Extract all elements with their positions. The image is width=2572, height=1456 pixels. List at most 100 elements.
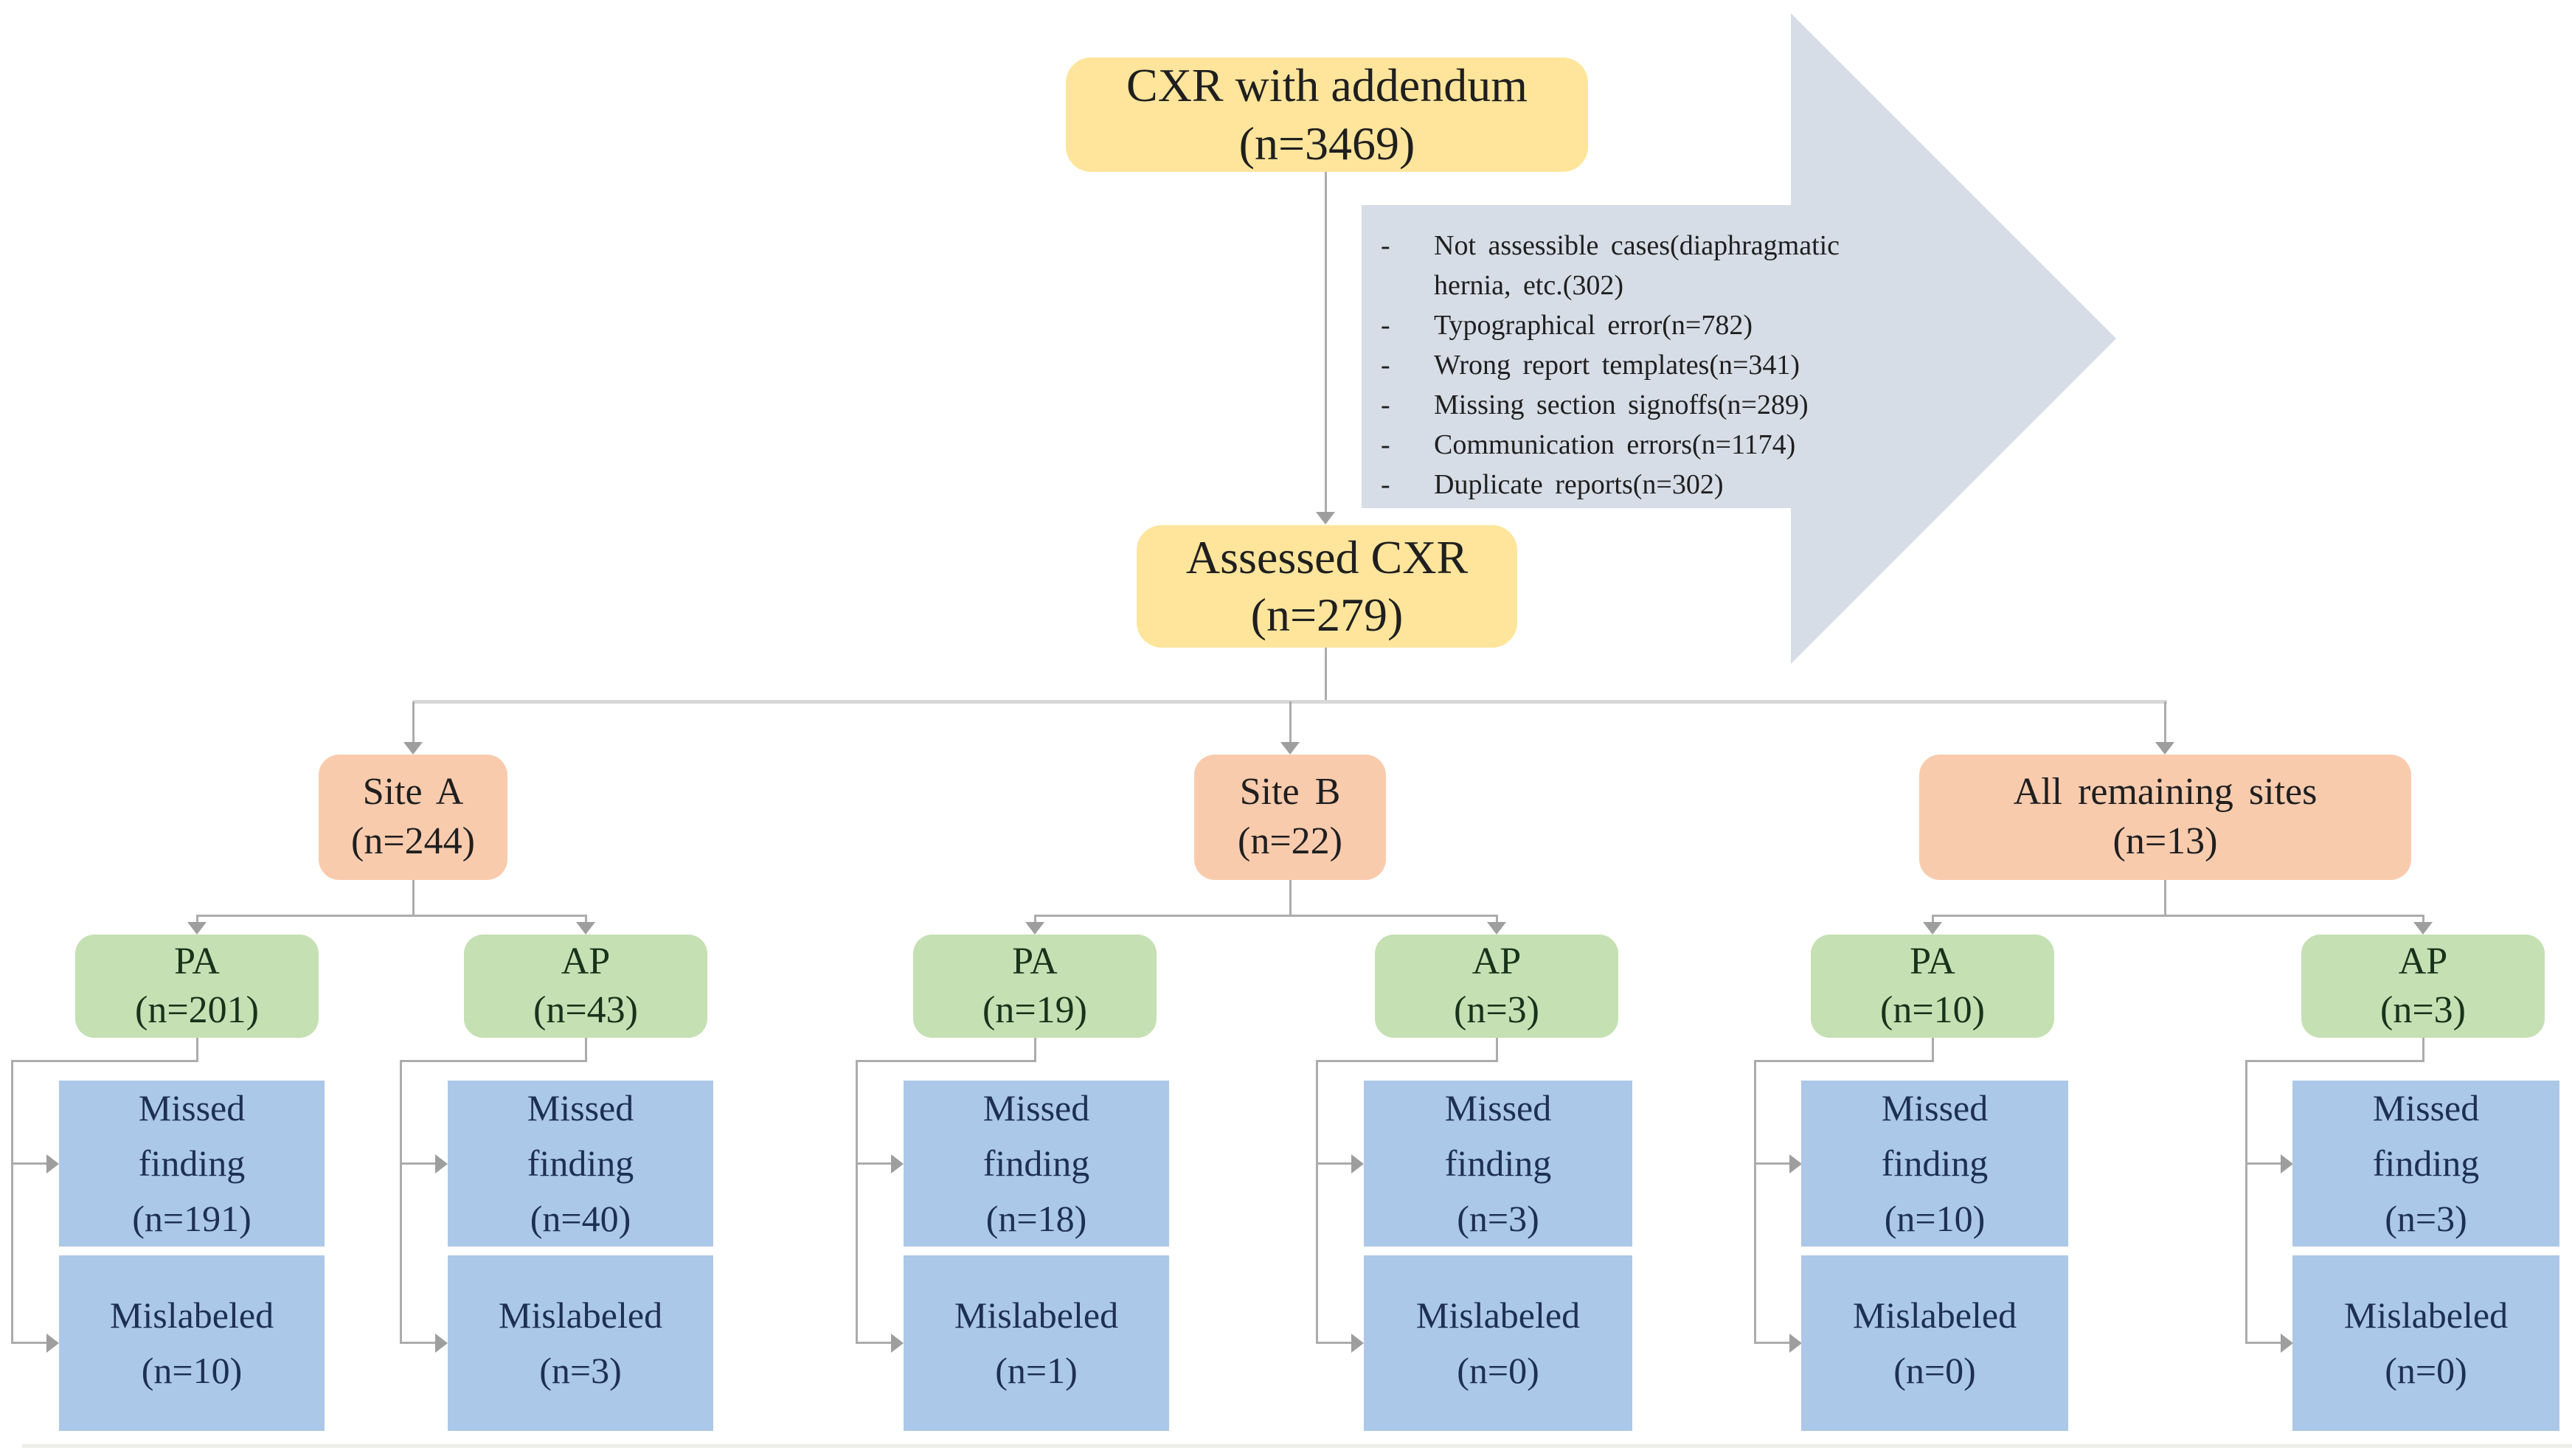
connector-remaining-split — [1933, 915, 2423, 917]
arrowhead-icon — [1789, 1154, 1802, 1174]
view-box-site-a-ap: AP (n=43) — [464, 935, 707, 1038]
missed-line2: finding — [1881, 1143, 1989, 1184]
exclusion-item-text: Not assessible cases(diaphragmatic herni… — [1434, 230, 1840, 301]
connector-root-to-assessed — [1325, 172, 1327, 513]
arrowhead-icon — [1923, 922, 1942, 935]
connector-site-b-split — [1035, 915, 1497, 917]
connector-to-mislabeled — [2245, 1342, 2288, 1344]
arrowhead-icon — [1789, 1334, 1802, 1353]
missed-count: (n=3) — [1457, 1198, 1539, 1239]
bullet-dash: - — [1381, 469, 1390, 500]
root-box-count: (n=3469) — [1238, 117, 1415, 170]
mislabeled-label: Mislabeled — [109, 1294, 274, 1336]
view-label: AP — [2398, 940, 2448, 983]
site-count: (n=244) — [351, 820, 475, 862]
connector-drop — [196, 915, 198, 923]
exclusion-item: - Typographical error(n=782) — [1381, 305, 1882, 345]
mislabeled-box: Mislabeled (n=0) — [1801, 1255, 2068, 1431]
view-label: AP — [561, 940, 611, 983]
connector-stem — [585, 1038, 587, 1062]
arrowhead-icon — [2281, 1334, 2293, 1353]
view-count: (n=43) — [533, 989, 638, 1031]
view-label: PA — [174, 940, 220, 983]
arrowhead-icon — [1025, 922, 1044, 935]
missed-count: (n=40) — [530, 1198, 631, 1239]
connector-to-missed — [2245, 1162, 2288, 1165]
connector-site-a-split — [197, 915, 586, 917]
arrowhead-into-assessed-icon — [1316, 512, 1335, 524]
arrowhead-icon — [891, 1154, 904, 1174]
exclusion-item: - Duplicate reports(n=302) — [1381, 465, 1882, 505]
missed-line1: Missed — [138, 1087, 246, 1129]
arrowhead-icon — [1351, 1334, 1364, 1353]
missed-line2: finding — [982, 1143, 1090, 1184]
view-box-remaining-ap: AP (n=3) — [2301, 935, 2545, 1038]
site-label: Site B — [1239, 771, 1341, 814]
root-box-label: CXR with addendum — [1126, 59, 1528, 112]
connector-to-mislabeled — [11, 1342, 48, 1344]
missed-finding-box: Missed finding (n=18) — [904, 1081, 1169, 1247]
missed-line2: finding — [1444, 1143, 1552, 1184]
connector-feeder — [856, 1060, 858, 1343]
connector-back — [2245, 1060, 2424, 1062]
connector-feeder — [11, 1060, 13, 1343]
mislabeled-box: Mislabeled (n=1) — [904, 1255, 1169, 1431]
arrowhead-icon — [576, 922, 595, 935]
missed-finding-box: Missed finding (n=191) — [59, 1081, 325, 1247]
connector-to-mislabeled — [1316, 1342, 1353, 1344]
missed-count: (n=10) — [1884, 1198, 1986, 1239]
mislabeled-label: Mislabeled — [954, 1294, 1119, 1336]
connector-drop — [585, 915, 587, 923]
connector-drop-remaining — [2164, 701, 2166, 743]
connector-stem — [1932, 1038, 1934, 1062]
missed-finding-box: Missed finding (n=40) — [448, 1081, 713, 1247]
arrowhead-icon — [46, 1334, 59, 1353]
mislabeled-box: Mislabeled (n=3) — [448, 1255, 713, 1431]
mislabeled-box: Mislabeled (n=10) — [59, 1255, 325, 1431]
view-box-site-b-ap: AP (n=3) — [1375, 935, 1618, 1038]
missed-line1: Missed — [982, 1087, 1090, 1129]
missed-count: (n=18) — [985, 1198, 1087, 1239]
mislabeled-label: Mislabeled — [1415, 1294, 1581, 1336]
exclusion-item: - Communication errors(n=1174) — [1381, 425, 1882, 465]
missed-line1: Missed — [2372, 1087, 2480, 1129]
connector-drop-site-a — [412, 701, 415, 743]
view-count: (n=10) — [1880, 989, 1985, 1031]
exclusion-item: - Not assessible cases(diaphragmatic her… — [1381, 226, 1882, 305]
connector-feeder — [2245, 1060, 2247, 1343]
connector-site-b-stem — [1289, 880, 1292, 917]
connector-drop — [2422, 915, 2424, 923]
missed-finding-box: Missed finding (n=3) — [1364, 1081, 1632, 1247]
connector-back — [400, 1060, 587, 1062]
site-label: Site A — [362, 771, 464, 814]
view-label: PA — [1012, 940, 1058, 983]
exclusion-item: - Missing section signoffs(n=289) — [1381, 385, 1882, 425]
connector-to-mislabeled — [1754, 1342, 1797, 1344]
missed-finding-box: Missed finding (n=3) — [2292, 1081, 2559, 1247]
missed-count: (n=191) — [132, 1198, 252, 1239]
missed-line1: Missed — [1444, 1087, 1552, 1129]
connector-stem — [1034, 1038, 1036, 1062]
view-label: AP — [1472, 940, 1522, 983]
connector-to-mislabeled — [856, 1342, 892, 1344]
missed-line1: Missed — [527, 1087, 634, 1129]
connector-to-missed — [856, 1162, 892, 1165]
connector-to-missed — [1316, 1162, 1353, 1165]
missed-count: (n=3) — [2385, 1198, 2467, 1239]
connector-feeder — [1316, 1060, 1318, 1343]
site-box-b: Site B (n=22) — [1194, 755, 1386, 880]
connector-drop-site-b — [1289, 701, 1292, 743]
site-count: (n=13) — [2112, 820, 2218, 862]
arrowhead-icon — [187, 922, 207, 935]
connector-back — [856, 1060, 1036, 1062]
missed-line2: finding — [138, 1143, 246, 1184]
arrowhead-icon — [46, 1154, 59, 1174]
connector-to-missed — [400, 1162, 437, 1165]
bullet-dash: - — [1381, 429, 1390, 460]
bottom-faint-rule — [22, 1444, 2572, 1448]
assessed-box-label: Assessed CXR — [1185, 530, 1469, 583]
connector-to-missed — [1754, 1162, 1797, 1165]
arrowhead-icon — [1487, 922, 1506, 935]
connector-assessed-stem — [1325, 648, 1327, 703]
connector-back — [1316, 1060, 1498, 1062]
